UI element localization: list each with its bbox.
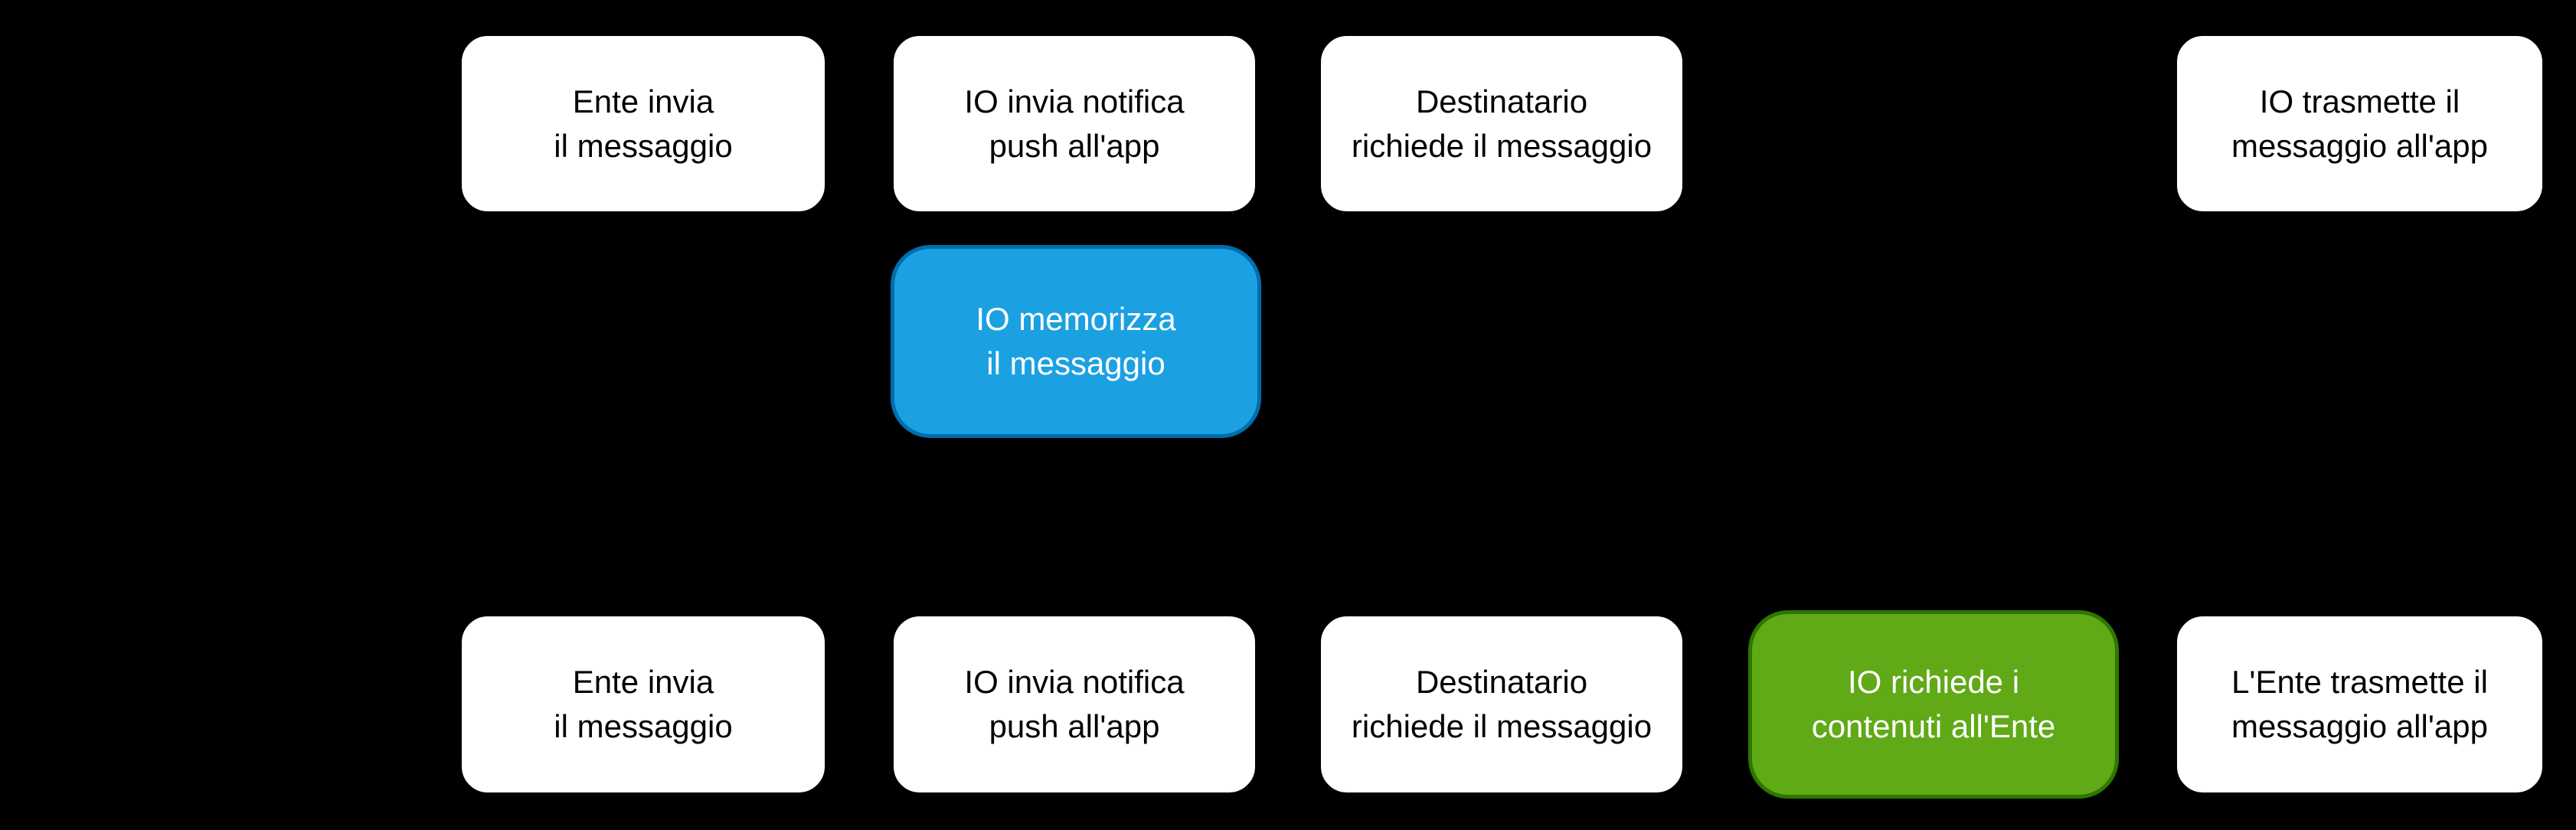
node-text-line: contenuti all'Ente [1811,708,2056,744]
node-text-line: messaggio all'app [2231,708,2488,744]
node-text-line: push all'app [989,127,1160,164]
node-ente-invia-bottom: Ente invia il messaggio [460,615,826,794]
node-text-line: il messaggio [986,345,1165,381]
node-text-line: Ente invia [572,83,714,119]
node-text-line: IO richiede i [1847,664,2020,700]
node-text-line: il messaggio [554,708,733,744]
node-text-line: messaggio all'app [2231,127,2488,164]
node-text-line: IO invia notifica [964,664,1185,700]
node-text-line: richiede il messaggio [1351,127,1652,164]
node-text-line: Destinatario [1415,664,1588,700]
node-io-richiede: IO richiede i contenuti all'Ente [1748,610,2119,799]
node-text-line: L'Ente trasmette il [2231,664,2488,700]
node-ente-trasmette: L'Ente trasmette il messaggio all'app [2176,615,2544,794]
node-text-line: Destinatario [1415,83,1588,119]
node-io-memorizza: IO memorizza il messaggio [891,245,1261,438]
node-text-line: Ente invia [572,664,714,700]
node-text-line: il messaggio [554,127,733,164]
node-text-line: IO memorizza [976,301,1176,337]
node-destinatario-top: Destinatario richiede il messaggio [1319,34,1684,213]
node-text-line: IO trasmette il [2259,83,2460,119]
node-text-line: push all'app [989,708,1160,744]
node-ente-invia-top: Ente invia il messaggio [460,34,826,213]
node-io-invia-notifica-bottom: IO invia notifica push all'app [892,615,1257,794]
node-io-invia-notifica-top: IO invia notifica push all'app [892,34,1257,213]
node-text-line: IO invia notifica [964,83,1185,119]
node-io-trasmette: IO trasmette il messaggio all'app [2176,34,2544,213]
node-destinatario-bottom: Destinatario richiede il messaggio [1319,615,1684,794]
node-text-line: richiede il messaggio [1351,708,1652,744]
